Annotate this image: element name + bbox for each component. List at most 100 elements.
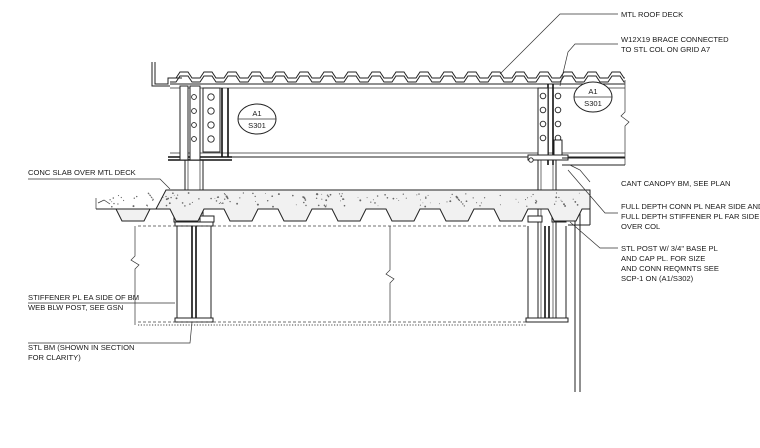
stipple-dot bbox=[295, 204, 297, 206]
stipple-dot bbox=[555, 196, 558, 199]
stipple-dot bbox=[532, 193, 534, 196]
section-callout-left[interactable]: A1 S301 bbox=[237, 103, 277, 135]
stipple-dot bbox=[370, 201, 372, 203]
stipple-dot bbox=[555, 200, 557, 202]
stipple-dot bbox=[561, 200, 563, 203]
stipple-dot bbox=[340, 200, 341, 202]
stipple-dot bbox=[112, 197, 115, 199]
concrete-slab bbox=[95, 189, 591, 222]
brace-beam bbox=[168, 80, 630, 165]
note-stl-bm: STL BM (SHOWN IN SECTION FOR CLARITY) bbox=[28, 343, 134, 362]
stipple-dot bbox=[524, 199, 527, 201]
stipple-dot bbox=[226, 196, 229, 199]
note-line: TO STL COL ON GRID A7 bbox=[621, 45, 710, 54]
stipple-dot bbox=[292, 194, 294, 197]
stipple-dot bbox=[323, 204, 326, 206]
lower-beam-lines bbox=[130, 225, 526, 326]
stipple-dot bbox=[499, 194, 501, 197]
note-line: CANT CANOPY BM, SEE PLAN bbox=[621, 179, 730, 188]
stipple-dot bbox=[479, 205, 481, 207]
stipple-dot bbox=[457, 198, 460, 201]
stipple-dot bbox=[374, 202, 376, 204]
stipple-dot bbox=[167, 197, 170, 200]
stipple-dot bbox=[476, 202, 478, 204]
stipple-dot bbox=[357, 196, 359, 198]
stipple-dot bbox=[315, 193, 318, 196]
note-line: STIFFENER PL EA SIDE OF BM bbox=[28, 293, 139, 302]
stipple-dot bbox=[172, 192, 174, 195]
stipple-dot bbox=[458, 199, 461, 202]
stipple-dot bbox=[359, 199, 362, 202]
note-line: WEB BLW POST, SEE GSN bbox=[28, 303, 123, 312]
stipple-dot bbox=[210, 197, 212, 200]
note-w12x19-brace: W12X19 BRACE CONNECTED TO STL COL ON GRI… bbox=[621, 35, 729, 54]
stipple-dot bbox=[424, 197, 427, 199]
stipple-dot bbox=[576, 204, 579, 206]
stipple-dot bbox=[553, 203, 556, 205]
stipple-dot bbox=[451, 193, 453, 196]
callout-right-sheet: S301 bbox=[584, 99, 602, 108]
leader-lines bbox=[28, 13, 618, 344]
stipple-dot bbox=[563, 203, 565, 206]
roof-deck bbox=[151, 62, 625, 87]
stipple-dot bbox=[460, 201, 463, 203]
stipple-dot bbox=[222, 202, 224, 204]
stipple-dot bbox=[304, 199, 307, 201]
stipple-dot bbox=[272, 205, 274, 208]
stipple-dot bbox=[255, 201, 257, 203]
stipple-dot bbox=[472, 197, 474, 199]
stipple-dot bbox=[396, 197, 398, 199]
stipple-dot bbox=[343, 204, 346, 207]
stipple-dot bbox=[223, 193, 226, 195]
stipple-dot bbox=[224, 198, 226, 200]
callout-right-number: A1 bbox=[588, 87, 597, 96]
stipple-dot bbox=[465, 200, 468, 203]
stipple-dot bbox=[480, 202, 482, 204]
stipple-dot bbox=[463, 205, 465, 207]
stipple-dot bbox=[191, 201, 193, 203]
stipple-dot bbox=[419, 204, 421, 206]
stipple-dot bbox=[236, 202, 239, 205]
stipple-dot bbox=[405, 197, 407, 199]
stipple-dot bbox=[109, 199, 111, 201]
stipple-dot bbox=[173, 194, 175, 196]
stipple-dot bbox=[252, 192, 254, 195]
stipple-dot bbox=[151, 197, 153, 199]
stipple-dot bbox=[133, 197, 135, 199]
stipple-dot bbox=[187, 192, 190, 194]
stipple-dot bbox=[271, 195, 274, 198]
stipple-dot bbox=[377, 205, 379, 207]
note-line: STL POST W/ 3/4" BASE PL bbox=[621, 244, 718, 253]
stipple-dot bbox=[515, 198, 517, 200]
note-conc-slab: CONC SLAB OVER MTL DECK bbox=[28, 168, 136, 177]
stipple-dot bbox=[170, 196, 172, 199]
note-line: FOR CLARITY) bbox=[28, 353, 81, 362]
stipple-dot bbox=[578, 192, 580, 194]
stipple-dot bbox=[483, 197, 486, 199]
stipple-dot bbox=[177, 194, 179, 196]
stipple-dot bbox=[165, 198, 168, 201]
stipple-dot bbox=[151, 199, 154, 201]
stipple-dot bbox=[555, 192, 558, 194]
stipple-dot bbox=[327, 195, 330, 198]
stipple-dot bbox=[254, 195, 256, 198]
stipple-dot bbox=[526, 205, 528, 207]
stipple-dot bbox=[215, 200, 218, 202]
stipple-dot bbox=[366, 197, 368, 199]
stipple-dot bbox=[303, 197, 306, 200]
stipple-dot bbox=[462, 203, 464, 205]
stipple-dot bbox=[398, 200, 400, 202]
stipple-dot bbox=[303, 201, 305, 204]
stipple-dot bbox=[148, 193, 150, 195]
stipple-dot bbox=[575, 201, 576, 203]
stipple-dot bbox=[402, 193, 404, 195]
stipple-dot bbox=[150, 195, 151, 197]
stipple-dot bbox=[315, 197, 318, 200]
stipple-dot bbox=[446, 201, 448, 203]
section-callout-right[interactable]: A1 S301 bbox=[573, 81, 613, 113]
stipple-dot bbox=[123, 199, 125, 202]
note-line: AND CAP PL. FOR SIZE bbox=[621, 254, 705, 263]
stipple-dot bbox=[198, 198, 200, 200]
stipple-dot bbox=[181, 202, 184, 204]
